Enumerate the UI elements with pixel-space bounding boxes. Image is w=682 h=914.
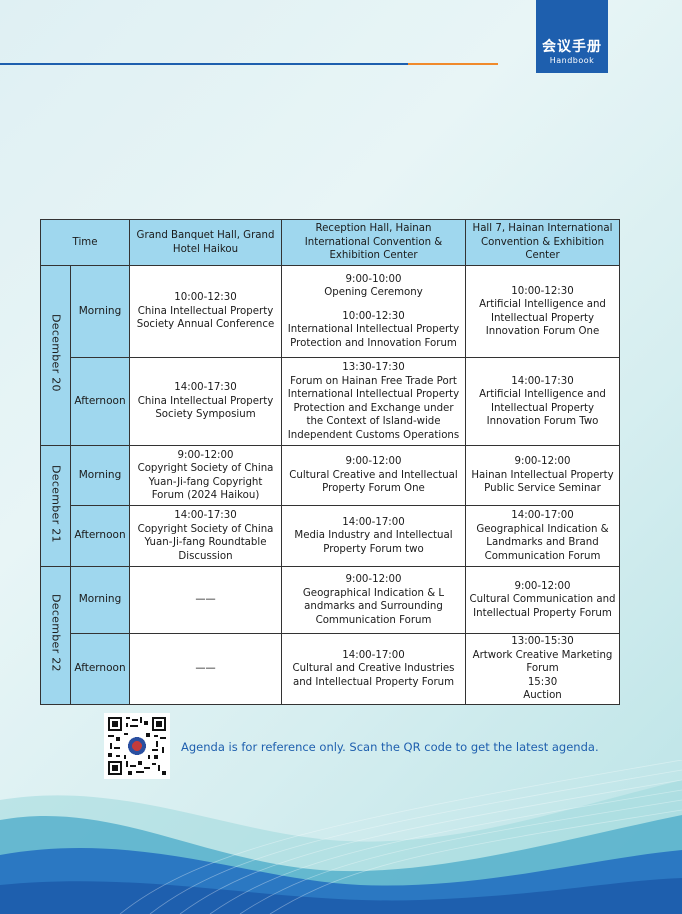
date-label: December 22 [49,594,63,673]
session-cell: 13:30-17:30 Forum on Hainan Free Trade P… [281,357,466,446]
header-rule-blue [0,63,408,65]
header-venue-reception-hall: Reception Hall, Hainan International Con… [281,219,466,266]
session-text: —— [195,594,216,606]
table-row: December 22 Morning —— 9:00-12:00 Geogra… [40,566,620,705]
session-cell: 9:00-12:00 Cultural Creative and Intelle… [281,445,466,506]
session-text: —— [195,663,216,675]
session-text: 14:00-17:00 Media Industry and Intellect… [294,516,453,555]
session-text: 14:00-17:30 Copyright Society of China Y… [137,510,274,562]
table-row: December 20 Morning 10:00-12:30 China In… [40,265,620,446]
header-venue-hall-7: Hall 7, Hainan International Convention … [465,219,620,266]
agenda-note: Agenda is for reference only. Scan the Q… [181,740,599,754]
agenda-table: Time Grand Banquet Hall, Grand Hotel Hai… [40,219,620,705]
handbook-tab: 会议手册 Handbook [536,0,608,73]
date-label: December 21 [49,464,63,543]
table-row: December 21 Morning 9:00-12:00 Copyright… [40,445,620,567]
table-row: Afternoon —— 14:00-17:00 Cultural and Cr… [41,633,620,705]
session-text: 14:00-17:00 Cultural and Creative Indust… [292,649,455,688]
session-cell: 9:00-12:00 Geographical Indication & L a… [281,566,466,634]
session-cell: 13:00-15:30 Artwork Creative Marketing F… [465,633,620,705]
date-cell: December 20 [40,265,71,446]
session-text: 10:00-12:30 China Intellectual Property … [136,292,275,331]
table-row: Afternoon 14:00-17:30 China Intellectual… [41,357,620,446]
session-cell: 14:00-17:30 Copyright Society of China Y… [129,505,282,567]
header-time: Time [40,219,130,266]
header-venue-grand-banquet: Grand Banquet Hall, Grand Hotel Haikou [129,219,282,266]
session-text: 9:00-12:00 Cultural Communication and In… [469,580,616,619]
session-cell: 14:00-17:30 China Intellectual Property … [129,357,282,446]
period-label: Afternoon [70,505,130,567]
session-text: 9:00-12:00 Hainan Intellectual Property … [471,456,614,495]
date-label: December 20 [49,314,63,393]
session-text: 9:00-12:00 Geographical Indication & L a… [302,574,445,626]
session-cell: 9:00-12:00 Cultural Communication and In… [465,566,620,634]
session-text: 9:00-12:00 Copyright Society of China Yu… [137,449,274,502]
handbook-title-cn: 会议手册 [542,39,602,55]
session-text: 9:00-12:00 Cultural Creative and Intelle… [289,456,458,495]
session-cell: 9:00-12:00 Copyright Society of China Yu… [129,445,282,506]
period-label: Morning [70,445,130,506]
session-cell: 14:00-17:00 Media Industry and Intellect… [281,505,466,567]
session-text: 14:00-17:30 Artificial Intelligence and … [479,375,606,428]
session-text: 13:00-15:30 Artwork Creative Marketing F… [472,636,613,702]
session-cell: —— [129,633,282,705]
header-rule-orange [408,63,498,65]
period-label: Morning [70,265,130,358]
session-text: 10:00-12:30 Artificial Intelligence and … [479,285,606,338]
period-label: Afternoon [70,633,130,705]
period-label: Morning [70,566,130,634]
session-cell: 14:00-17:30 Artificial Intelligence and … [465,357,620,446]
date-cell: December 21 [40,445,71,567]
header-row: Time Grand Banquet Hall, Grand Hotel Hai… [40,219,620,266]
session-cell: 9:00-12:00 Hainan Intellectual Property … [465,445,620,506]
session-cell: 14:00-17:00 Cultural and Creative Indust… [281,633,466,705]
table-row: Afternoon 14:00-17:30 Copyright Society … [41,505,620,567]
session-text: 10:00-12:30 International Intellectual P… [287,310,460,349]
session-cell: 10:00-12:30 Artificial Intelligence and … [465,265,620,358]
qr-code-icon [108,717,166,775]
session-text: 14:00-17:00 Geographical Indication & La… [476,510,609,562]
qr-code[interactable] [104,713,170,779]
session-cell: 10:00-12:30 China Intellectual Property … [129,265,282,358]
session-text: 13:30-17:30 Forum on Hainan Free Trade P… [287,362,460,441]
decorative-waves [0,760,682,914]
session-cell: 9:00-10:00 Opening Ceremony 10:00-12:30 … [281,265,466,358]
period-label: Afternoon [70,357,130,446]
session-text: 9:00-10:00 Opening Ceremony [324,273,423,299]
date-cell: December 22 [40,566,71,705]
handbook-title-en: Handbook [549,56,595,65]
session-text: 14:00-17:30 China Intellectual Property … [137,382,274,421]
session-cell: 14:00-17:00 Geographical Indication & La… [465,505,620,567]
session-cell: —— [129,566,282,634]
